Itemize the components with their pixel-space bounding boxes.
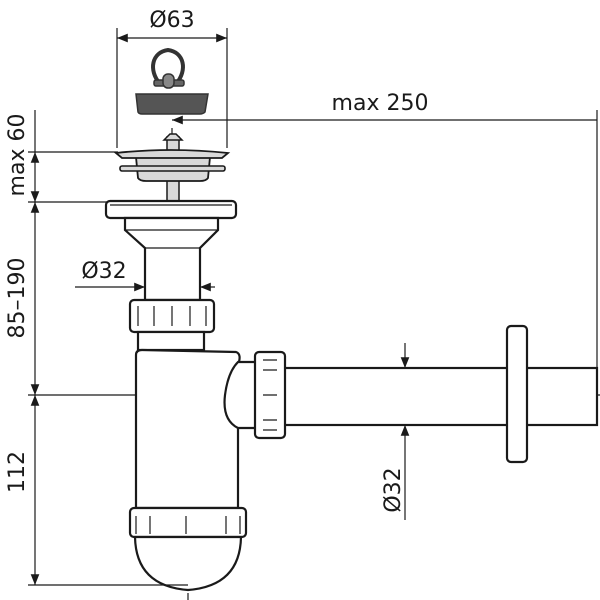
stopper <box>135 47 209 115</box>
dim-label-d32-outlet: Ø32 <box>381 467 406 512</box>
dim-label-d32-inlet: Ø32 <box>81 259 126 284</box>
dim-label-max60: max 60 <box>5 114 30 197</box>
dim-label-max250: max 250 <box>332 91 429 116</box>
strainer <box>113 133 231 202</box>
dim-label-85-190: 85–190 <box>5 258 30 339</box>
outlet-pipe <box>282 324 599 464</box>
dim-label-d63: Ø63 <box>149 8 194 33</box>
dim-label-112: 112 <box>5 451 30 493</box>
inlet-tube <box>104 199 238 352</box>
bottle-trap <box>128 348 287 592</box>
